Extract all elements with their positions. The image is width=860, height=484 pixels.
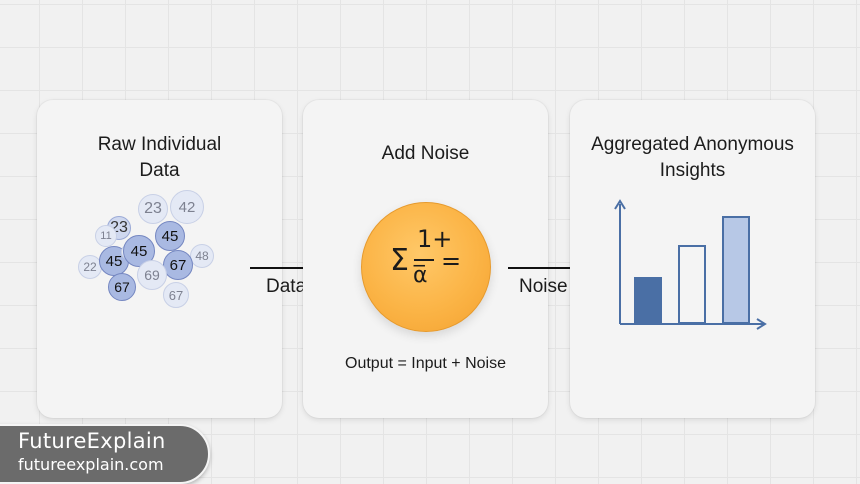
- brand-badge: FutureExplain futureexplain.com: [0, 424, 210, 484]
- insight-bar: [722, 216, 750, 324]
- formula-numerator: 1+: [417, 225, 453, 253]
- data-bubble: 11: [95, 225, 117, 247]
- data-bubble: 48: [190, 244, 214, 268]
- bar-chart-icon: [614, 199, 767, 330]
- formula-denominator: α̅: [413, 263, 428, 288]
- noise-formula-circle: Σ 1+ α̅ =: [361, 202, 491, 332]
- insight-bar: [678, 245, 706, 324]
- y-axis-arrow-icon: [614, 199, 626, 210]
- data-arrow-label: Data: [266, 276, 307, 297]
- insight-bar: [634, 277, 662, 324]
- data-bubble: 23: [138, 194, 168, 224]
- data-bubble: 69: [137, 260, 167, 290]
- fraction-bar: [414, 259, 434, 261]
- formula-equals: =: [441, 247, 462, 275]
- add-noise-title: Add Noise: [381, 143, 470, 164]
- x-axis-arrow-icon: [756, 318, 767, 330]
- data-bubble: 67: [163, 250, 193, 280]
- brand-name: FutureExplain: [18, 429, 166, 453]
- brand-url: futureexplain.com: [18, 455, 164, 474]
- data-bubble: 67: [108, 273, 136, 301]
- data-bubble: 67: [163, 282, 189, 308]
- data-bubble: 22: [78, 255, 102, 279]
- noise-equation: Output = Input + Noise: [345, 355, 506, 372]
- aggregated-insights-title: Aggregated Anonymous Insights: [591, 134, 794, 181]
- raw-data-title: Raw Individual Data: [97, 134, 222, 181]
- data-bubble: 42: [170, 190, 204, 224]
- sum-symbol: Σ: [390, 243, 409, 278]
- aggregated-insights-panel: Aggregated Anonymous Insights: [570, 100, 815, 418]
- noise-arrow-label: Noise: [519, 276, 568, 297]
- raw-data-panel: Raw Individual Data 23422345112245482245…: [37, 100, 282, 418]
- data-bubble: 45: [155, 221, 185, 251]
- add-noise-panel: Add Noise Σ 1+ α̅ = Output = Input + Noi…: [303, 100, 548, 418]
